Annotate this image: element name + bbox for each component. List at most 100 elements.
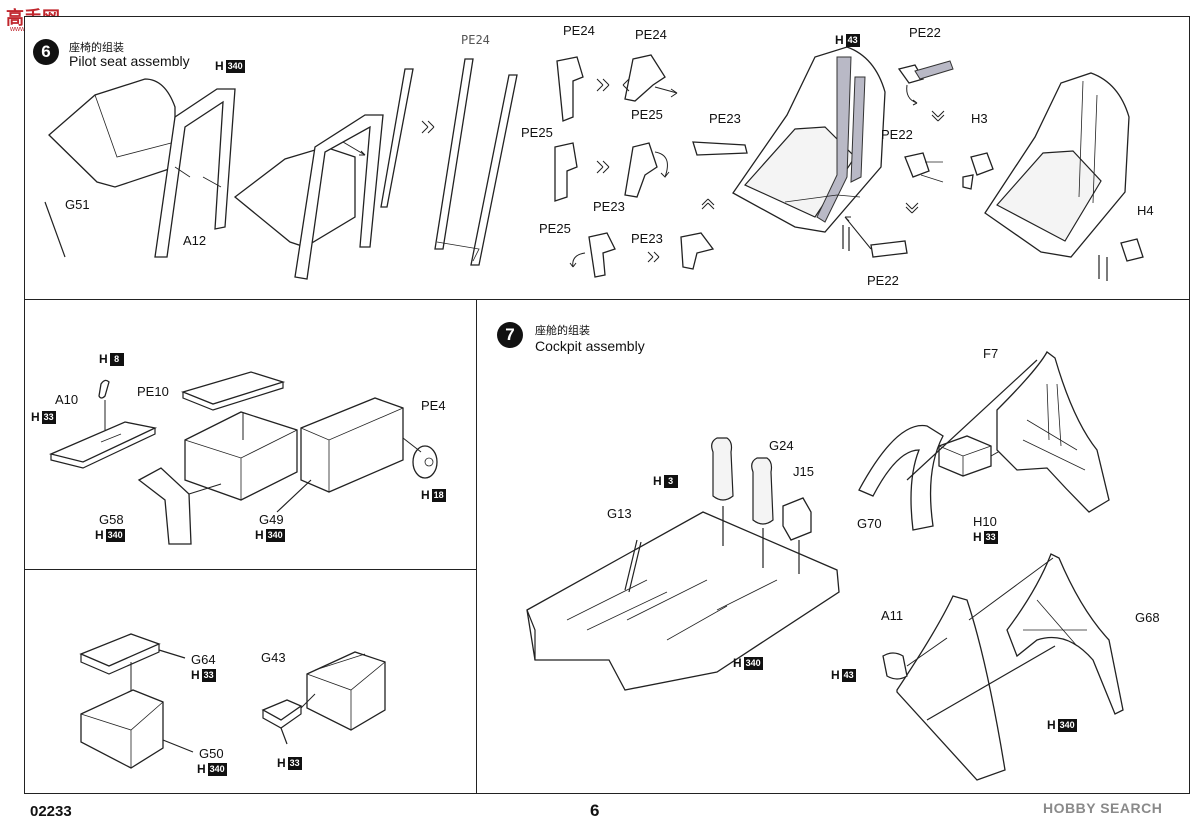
label-pe22-1: PE22 bbox=[909, 25, 941, 40]
watermark-site: HOBBY SEARCH bbox=[1043, 800, 1163, 816]
assembly-g64-g50 bbox=[306, 651, 386, 731]
label-pe10: PE10 bbox=[137, 384, 169, 399]
seat-frame-assembled bbox=[294, 114, 384, 280]
label-h10: H10 bbox=[973, 514, 997, 529]
step6-drawing bbox=[44, 46, 1144, 281]
label-g24: G24 bbox=[769, 438, 794, 453]
label-g49: G49 bbox=[259, 512, 284, 527]
page-number: 6 bbox=[590, 801, 600, 820]
product-code: 02233 bbox=[30, 803, 72, 820]
part-j15 bbox=[782, 497, 812, 541]
label-pe25-rail: PE25 bbox=[521, 125, 553, 140]
step7-drawing bbox=[526, 351, 1124, 781]
part-g70 bbox=[858, 424, 944, 531]
label-g64: G64 bbox=[191, 652, 216, 667]
label-pe25-strap: PE25 bbox=[539, 221, 571, 236]
part-g58 bbox=[137, 467, 192, 545]
label-g68: G68 bbox=[1135, 610, 1160, 625]
seat-shell-assembled bbox=[233, 146, 356, 248]
step6-number: 6 bbox=[33, 39, 59, 65]
label-g70: G70 bbox=[857, 516, 882, 531]
label-h3: H3 bbox=[971, 111, 988, 126]
label-pe23-strap-3: PE23 bbox=[631, 231, 663, 246]
strap-pe23-2 bbox=[588, 232, 616, 278]
label-h4: H4 bbox=[1137, 203, 1154, 218]
rail-pe25-a bbox=[434, 58, 474, 250]
part-h4 bbox=[1120, 238, 1144, 262]
label-pe23-strap-2: PE23 bbox=[593, 199, 625, 214]
harness-belts bbox=[816, 56, 852, 223]
subassembly-a-drawing bbox=[48, 371, 438, 545]
rail-pe24-single bbox=[380, 68, 414, 208]
label-a10: A10 bbox=[55, 392, 79, 407]
part-g50 bbox=[80, 689, 164, 769]
seat-frame-a12 bbox=[154, 88, 236, 258]
label-g58: G58 bbox=[99, 512, 124, 527]
strap-pe22-1 bbox=[897, 64, 924, 84]
bottle-g24-2 bbox=[751, 457, 774, 525]
bracket-pe24-1 bbox=[556, 56, 584, 122]
step6-panel: 6 座椅的组装 Pilot seat assembly bbox=[24, 16, 1190, 300]
label-j15: J15 bbox=[793, 464, 814, 479]
label-g50: G50 bbox=[199, 746, 224, 761]
bracket-pe24-2 bbox=[624, 54, 666, 102]
step6-title-en: Pilot seat assembly bbox=[69, 53, 190, 69]
label-pe22-3: PE22 bbox=[867, 273, 899, 288]
step6-title-cn: 座椅的组装 bbox=[69, 42, 124, 54]
step7-title-cn: 座舱的组装 bbox=[535, 325, 590, 337]
label-g43: G43 bbox=[261, 650, 286, 665]
label-f7: F7 bbox=[983, 346, 999, 361]
part-h3 bbox=[970, 152, 994, 176]
strap-pe22-2 bbox=[904, 152, 930, 178]
console-box-right bbox=[300, 397, 404, 493]
bracket-pe25-2 bbox=[624, 142, 658, 198]
rear-bulkhead bbox=[896, 595, 1006, 781]
strap-pe23-1 bbox=[692, 141, 748, 156]
part-g68 bbox=[1006, 553, 1124, 715]
strap-pe23-3 bbox=[680, 232, 715, 270]
part-g64 bbox=[79, 633, 161, 667]
step7-title-en: Cockpit assembly bbox=[535, 338, 645, 354]
seat-shell-g51 bbox=[48, 78, 176, 188]
label-pe24-rail: PE24 bbox=[461, 33, 490, 47]
label-pe24-bracket-2: PE24 bbox=[635, 27, 667, 42]
label-g51: G51 bbox=[65, 197, 90, 212]
label-a12: A12 bbox=[183, 233, 207, 248]
label-g13: G13 bbox=[607, 506, 632, 521]
label-pe4: PE4 bbox=[421, 398, 446, 413]
part-f7 bbox=[996, 351, 1110, 513]
console-top bbox=[181, 371, 286, 405]
part-a11 bbox=[882, 652, 908, 680]
strap-pe22-3 bbox=[870, 240, 908, 258]
step7-panel: 7 座舱的组装 Cockpit assembly F7 G24 bbox=[476, 299, 1190, 794]
step7-number: 7 bbox=[497, 322, 523, 348]
rail-pe25-b bbox=[470, 74, 518, 266]
console-box-g49 bbox=[184, 411, 298, 501]
cockpit-floor-h340 bbox=[526, 511, 840, 691]
part-g43 bbox=[261, 699, 303, 721]
label-a11: A11 bbox=[881, 608, 904, 623]
label-pe22-2: PE22 bbox=[881, 127, 913, 142]
label-pe25-bracket: PE25 bbox=[631, 107, 663, 122]
label-pe24-bracket-1: PE24 bbox=[563, 23, 595, 38]
bottle-g24-1 bbox=[711, 437, 734, 501]
part-pe10 bbox=[98, 379, 110, 399]
subassembly-b-drawing bbox=[79, 633, 386, 769]
bracket-pe25-1 bbox=[554, 142, 578, 202]
